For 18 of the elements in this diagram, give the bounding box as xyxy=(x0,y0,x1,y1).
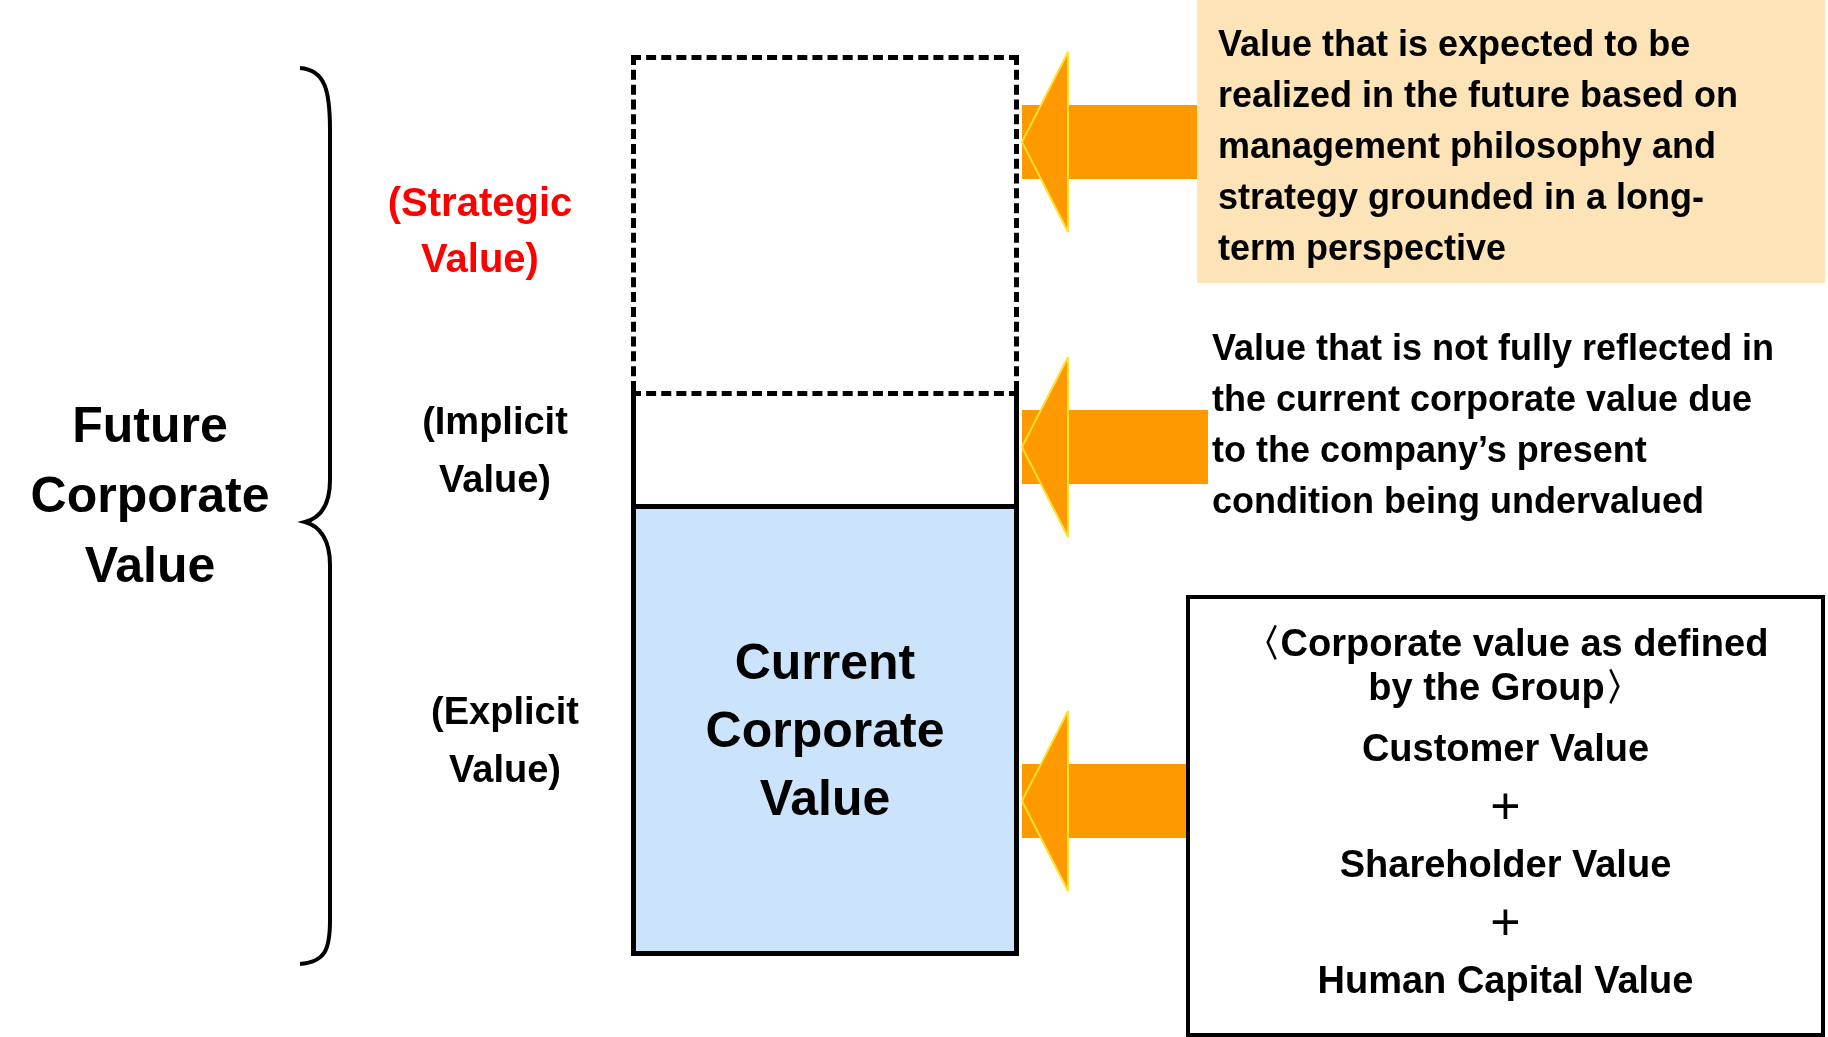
value-block: Current Corporate Value xyxy=(631,504,1019,956)
note-text: Value that is not fully reflected in the current corporate value due to the company’s present condition being undervalued xyxy=(1212,322,1812,580)
side-label: (Explicit Value) xyxy=(430,689,580,792)
dashed-box xyxy=(631,55,1019,391)
block-arrow xyxy=(1021,710,1186,892)
side-label: (Strategic Value) xyxy=(386,179,574,282)
side-label: (Implicit Value) xyxy=(421,399,569,502)
block-arrow xyxy=(1021,51,1197,233)
heading-text: 〈Corporate value as defined by the Group〉 xyxy=(1241,621,1770,709)
definition-box xyxy=(1186,595,1825,1037)
value-term: Shareholder Value xyxy=(1338,842,1673,887)
note-box: Value that is expected to be realized in the future based on management philosophy and strategy grounded in a long-term perspective xyxy=(1197,0,1825,283)
value-term: Customer Value xyxy=(1360,726,1651,771)
block-arrow xyxy=(1021,356,1208,538)
value-term: Human Capital Value xyxy=(1316,958,1695,1003)
brace-label: Future Corporate Value xyxy=(29,396,271,595)
plus-sign: + xyxy=(1489,893,1522,951)
plus-sign: + xyxy=(1489,777,1522,835)
